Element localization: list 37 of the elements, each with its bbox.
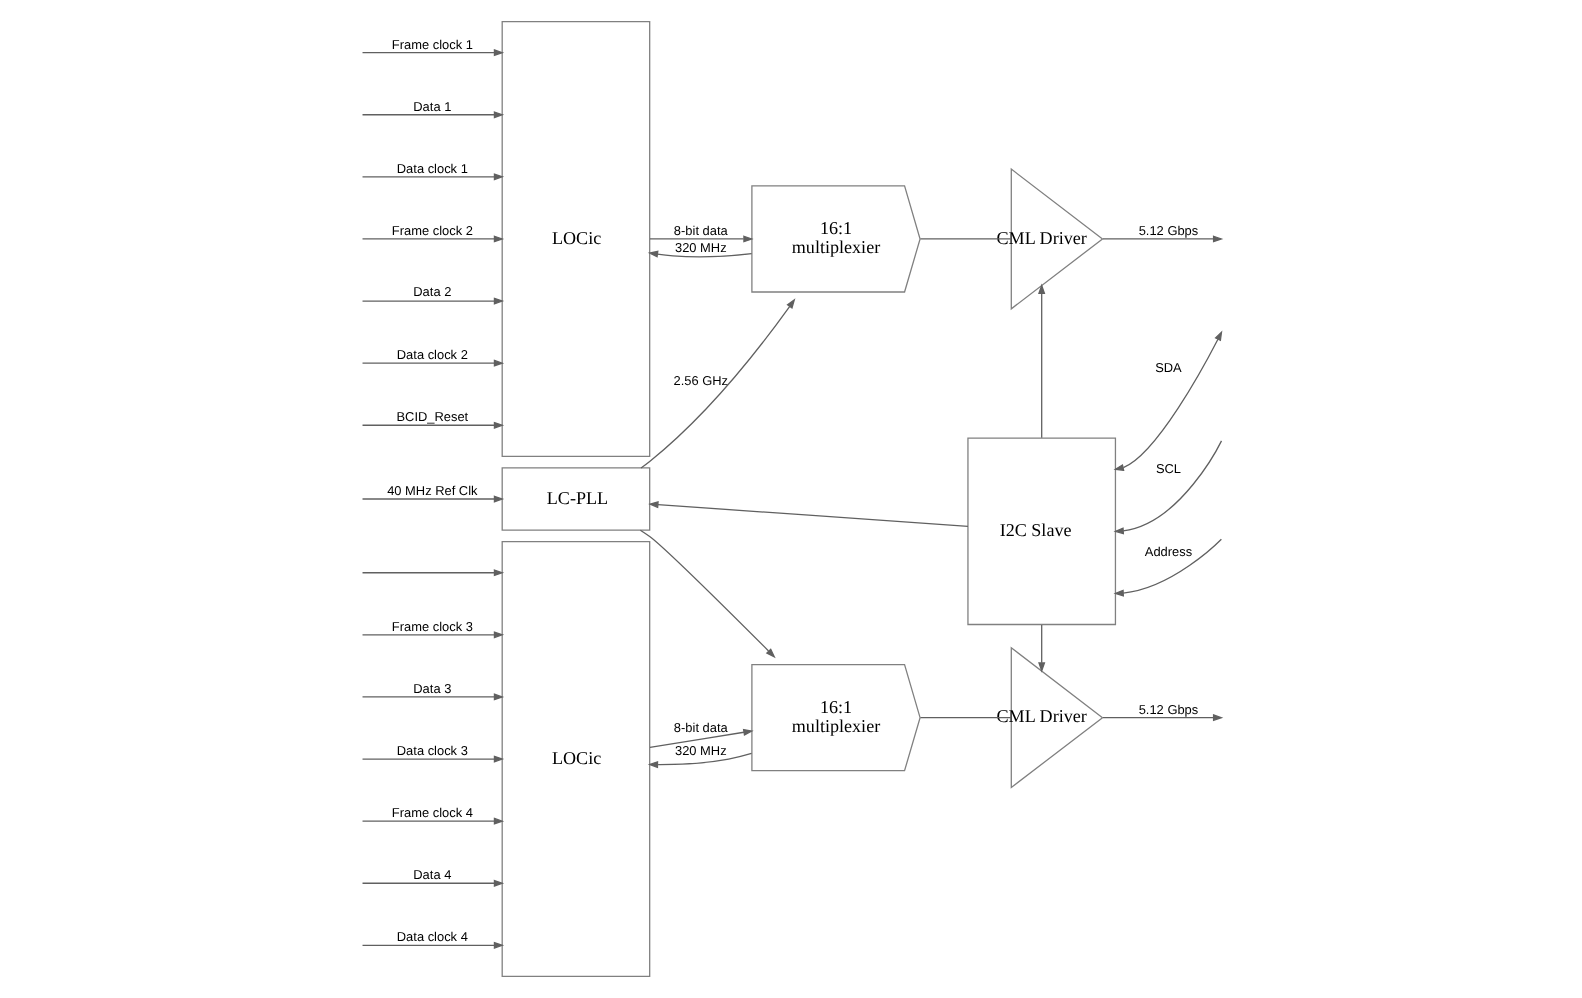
- arrow: [360, 173, 504, 181]
- node-box: LC-PLL: [500, 467, 650, 531]
- arrow: [360, 817, 504, 825]
- node-box: LOCic: [500, 541, 650, 978]
- arrow: [360, 879, 504, 887]
- arrow: [648, 235, 753, 243]
- arrow: [1037, 283, 1045, 439]
- node-box: LOCic: [500, 20, 650, 457]
- arrow: [1101, 714, 1223, 722]
- arrow: [646, 752, 752, 769]
- arrow: [360, 111, 504, 119]
- arrow: [360, 569, 504, 577]
- arrow: [360, 421, 504, 429]
- arrow: [1112, 440, 1222, 535]
- arrow: [360, 359, 504, 367]
- arrow: [1112, 330, 1222, 472]
- arrow: [646, 250, 752, 258]
- node-box: I2C Slave: [966, 437, 1116, 626]
- arrow: [1101, 235, 1223, 243]
- arrow: [360, 49, 504, 57]
- arrow: [360, 755, 504, 763]
- arrow: [360, 297, 504, 305]
- arrow: [638, 529, 775, 659]
- node-label: CML Driver: [995, 227, 1086, 248]
- connector: [918, 238, 1011, 240]
- arrow: [360, 941, 504, 949]
- arrow: [360, 235, 504, 243]
- arrow: [639, 298, 795, 469]
- connector: [918, 717, 1011, 719]
- arrow: [360, 693, 504, 701]
- arrow: [360, 631, 504, 639]
- arrow: [1112, 538, 1222, 597]
- arrow: [647, 501, 968, 527]
- arrow: [360, 495, 504, 503]
- arrow: [1037, 624, 1045, 673]
- node-label: CML Driver: [995, 706, 1086, 727]
- arrow: [648, 728, 753, 748]
